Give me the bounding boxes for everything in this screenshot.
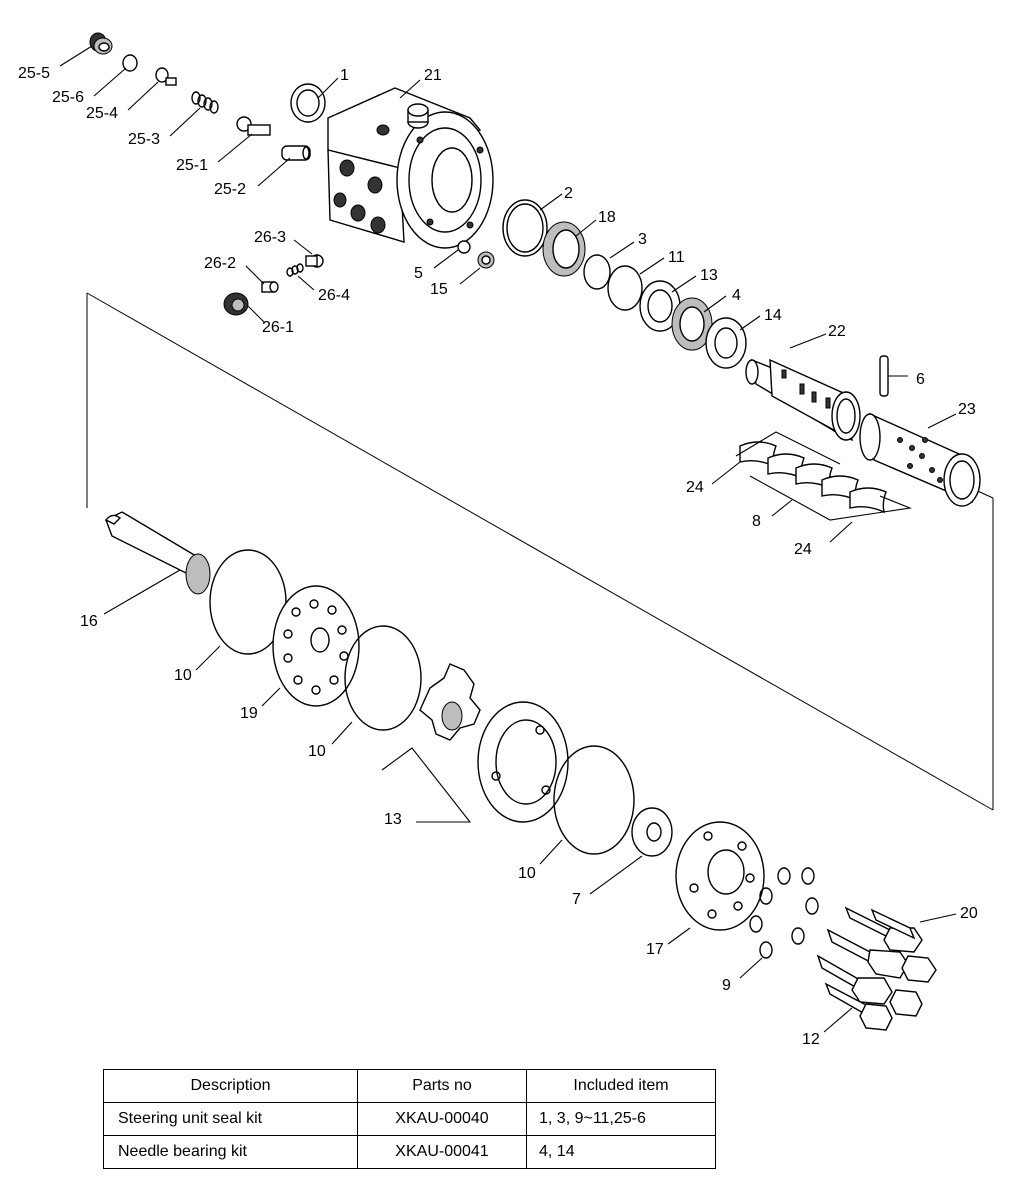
callout-3: 3	[638, 231, 647, 248]
header-description: Description	[103, 1069, 358, 1103]
callout-26-3: 26-3	[254, 229, 286, 246]
valve-poppet-25-1	[236, 116, 271, 136]
callout-26-1: 26-1	[262, 319, 294, 336]
callout-19: 19	[240, 705, 258, 722]
valve-seat-25-4	[155, 67, 177, 86]
exploded-parts-diagram: 1 21 25-5 25-6 25-4 25-3 25-1 25-2 26-3 …	[18, 32, 994, 1048]
cell-parts-no: XKAU-00041	[357, 1135, 527, 1169]
sleeve-23	[859, 412, 981, 507]
leader-lines	[59, 45, 957, 1033]
spool-22	[745, 358, 861, 442]
callout-24-right: 24	[794, 541, 812, 558]
cell-parts-no: XKAU-00040	[357, 1102, 527, 1136]
ring-11	[607, 265, 643, 311]
o-ring-25-6	[122, 54, 138, 72]
dust-seal-1	[290, 83, 326, 123]
callout-11: 11	[668, 249, 685, 266]
callout-23: 23	[958, 401, 976, 418]
callout-25-1: 25-1	[176, 157, 208, 174]
table-header-row: Description Parts no Included item	[103, 1069, 716, 1103]
callout-2: 2	[564, 185, 573, 202]
callout-25-2: 25-2	[214, 181, 246, 198]
callout-26-2: 26-2	[204, 255, 236, 272]
ball-5	[457, 240, 471, 254]
table-row: Steering unit seal kit XKAU-00040 1, 3, …	[103, 1102, 716, 1136]
callout-10-b: 10	[308, 743, 326, 760]
callout-13-bottom: 13	[384, 811, 402, 828]
o-ring-2-inner	[506, 203, 544, 253]
callout-8: 8	[752, 513, 761, 530]
callout-14: 14	[764, 307, 782, 324]
callout-25-3: 25-3	[128, 131, 160, 148]
o-ring-10-b	[344, 625, 422, 731]
callout-15: 15	[430, 281, 448, 298]
callout-26-4: 26-4	[318, 287, 350, 304]
seal-18	[542, 221, 586, 277]
dust-seal-1-inner	[296, 89, 320, 117]
needle-bearing-4	[671, 297, 713, 351]
washers-9	[749, 867, 819, 959]
callout-16: 16	[80, 613, 98, 630]
callout-18: 18	[598, 209, 616, 226]
valve-plug-25-5	[89, 32, 113, 55]
callout-7: 7	[572, 891, 581, 908]
valve-sleeve-25-2	[281, 145, 311, 161]
o-ring-2	[502, 199, 548, 257]
callout-4: 4	[732, 287, 741, 304]
callout-1: 1	[340, 67, 349, 84]
callout-labels: 1 21 25-5 25-6 25-4 25-3 25-1 25-2 26-3 …	[18, 65, 978, 1048]
pin-26-2	[261, 281, 279, 293]
bolts-12	[816, 954, 923, 1031]
callout-10-a: 10	[174, 667, 192, 684]
spring-26-4	[286, 263, 304, 277]
header-parts-no: Parts no	[357, 1069, 527, 1103]
table-row: Needle bearing kit XKAU-00041 4, 14	[103, 1135, 716, 1169]
callout-21: 21	[424, 67, 442, 84]
callout-6: 6	[916, 371, 925, 388]
o-ring-10-c	[553, 745, 635, 855]
gear-ring-13	[477, 701, 569, 823]
cell-included-item: 4, 14	[526, 1135, 716, 1169]
bolts-20	[826, 906, 937, 983]
callout-20: 20	[960, 905, 978, 922]
callout-25-4: 25-4	[86, 105, 118, 122]
distributor-plate-19	[272, 585, 360, 707]
bearing-washer-14	[705, 317, 747, 369]
callout-22: 22	[828, 323, 846, 340]
callout-10-c: 10	[518, 865, 536, 882]
seal-kit-table: Description Parts no Included item Steer…	[103, 1069, 716, 1169]
callout-13-top: 13	[700, 267, 718, 284]
callout-25-6: 25-6	[52, 89, 84, 106]
bearing-race-13	[639, 280, 681, 332]
plug-26-1	[223, 292, 249, 316]
header-included-item: Included item	[526, 1069, 716, 1103]
housing-21	[327, 87, 494, 249]
check-ball-26-3	[305, 254, 324, 268]
callout-17: 17	[646, 941, 664, 958]
callout-5: 5	[414, 265, 423, 282]
cell-included-item: 1, 3, 9~11,25-6	[526, 1102, 716, 1136]
drive-shaft-16	[104, 511, 211, 595]
gear-rotor-13	[419, 663, 481, 741]
end-cover-17	[675, 821, 765, 931]
callout-9: 9	[722, 977, 731, 994]
o-ring-3	[583, 254, 611, 290]
callout-25-5: 25-5	[18, 65, 50, 82]
cell-description: Steering unit seal kit	[103, 1102, 358, 1136]
spring-25-3	[191, 91, 219, 114]
callout-24-left: 24	[686, 479, 704, 496]
plug-15	[477, 251, 495, 269]
callout-12: 12	[802, 1031, 820, 1048]
spacer-7	[631, 807, 673, 857]
cell-description: Needle bearing kit	[103, 1135, 358, 1169]
pin-6	[879, 355, 889, 397]
